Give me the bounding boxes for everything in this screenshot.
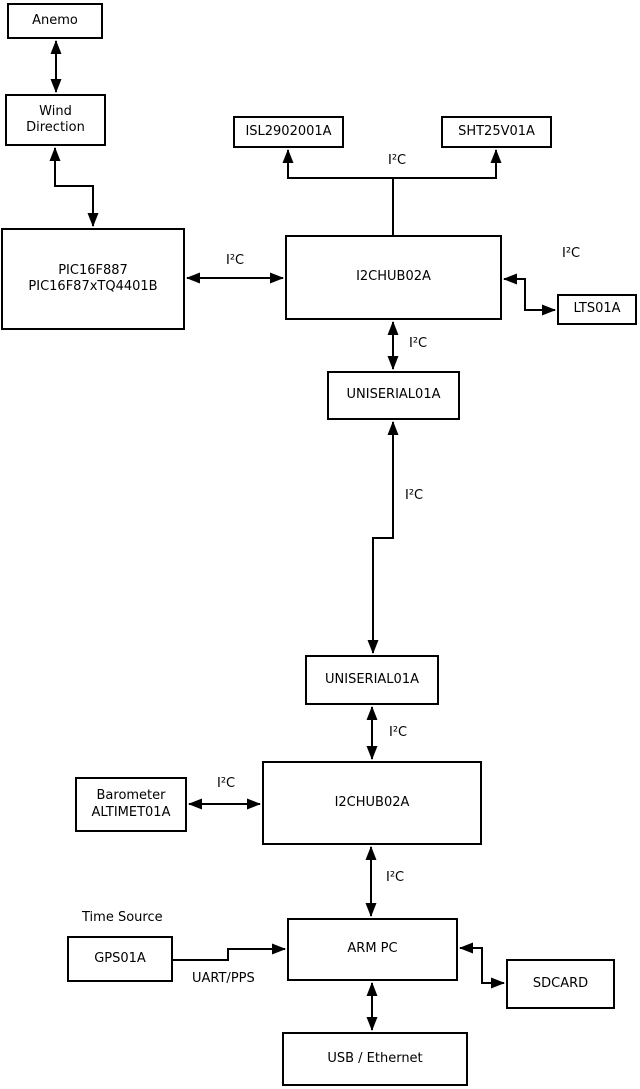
block-lts01a: LTS01A <box>557 294 637 325</box>
block-arm-pc: ARM PC <box>287 918 458 981</box>
block-i2chub02a-bottom: I2CHUB02A <box>262 761 482 845</box>
edge-label-i2c-uniserial2-hub2: I²C <box>389 725 408 740</box>
block-anemo: Anemo <box>7 3 103 39</box>
block-usb-ethernet: USB / Ethernet <box>282 1032 468 1086</box>
block-uniserial01a-bottom: UNISERIAL01A <box>305 655 439 705</box>
block-barometer-altimet01a: Barometer ALTIMET01A <box>75 777 187 832</box>
edge-label-i2c-hub1-lts: I²C <box>562 246 581 261</box>
block-pic16f887: PIC16F887 PIC16F87xTQ4401B <box>1 228 185 330</box>
edge-wind-pic <box>49 147 99 227</box>
block-wind-direction: Wind Direction <box>5 94 106 146</box>
block-isl2902001a: ISL2902001A <box>233 116 344 148</box>
block-gps01a: GPS01A <box>67 936 173 982</box>
edge-uniserial1-uniserial2 <box>367 421 399 654</box>
block-sht25v01a: SHT25V01A <box>441 116 552 148</box>
block-i2chub02a-top: I2CHUB02A <box>285 235 502 320</box>
edge-armpc-sdcard <box>459 942 505 989</box>
block-sdcard: SDCARD <box>506 959 615 1009</box>
edge-hub1-lts <box>503 273 556 316</box>
block-uniserial01a-top: UNISERIAL01A <box>327 371 460 420</box>
edge-label-i2c-barometer-hub2: I²C <box>217 776 236 791</box>
edge-label-time-source: Time Source <box>82 910 163 925</box>
edge-label-i2c-hub2-armpc: I²C <box>386 870 405 885</box>
edge-label-i2c-hub1-uniserial1: I²C <box>409 336 428 351</box>
edge-label-uart-pps: UART/PPS <box>192 971 255 986</box>
edge-label-i2c-pic-hub1: I²C <box>226 253 245 268</box>
edge-gps-armpc <box>173 943 286 961</box>
edge-label-i2c-uniserial1-uniserial2: I²C <box>405 488 424 503</box>
edge-label-i2c-sensor-bus: I²C <box>388 153 407 168</box>
